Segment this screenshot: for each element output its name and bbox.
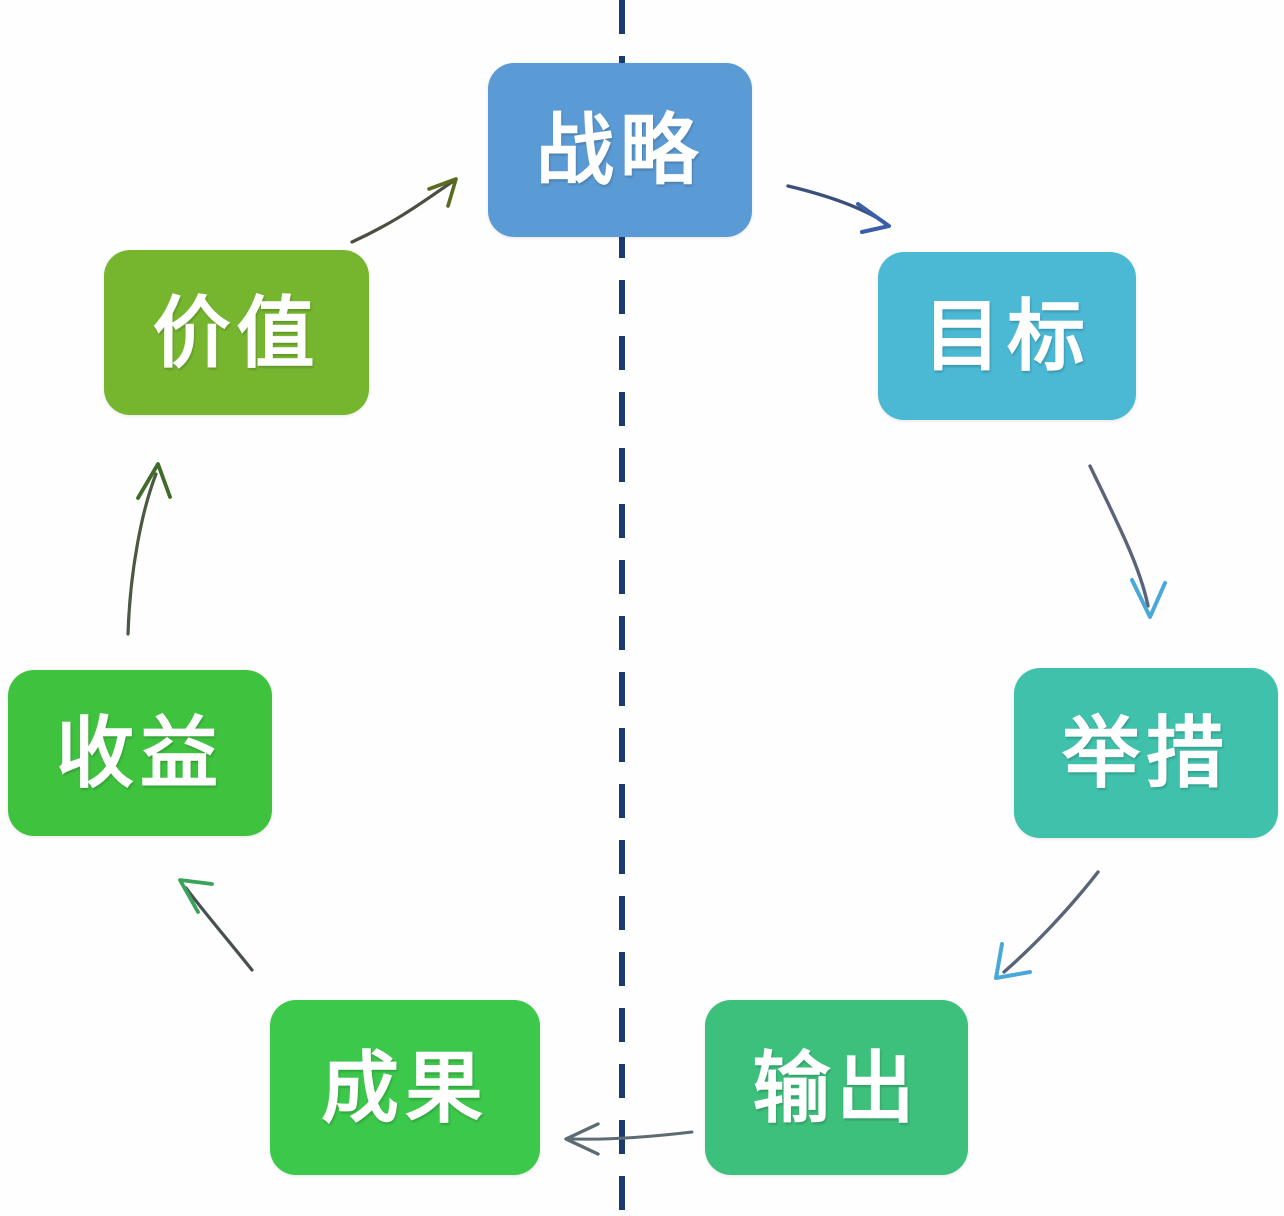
vertical-dashed-divider-line: [619, 0, 625, 1216]
arrow-measure-to-output: [994, 870, 1100, 980]
node-measure[interactable]: 举措: [1014, 668, 1278, 838]
node-strategy-label: 战略: [535, 106, 704, 194]
node-value[interactable]: 价值: [104, 250, 369, 415]
arrow-goal-to-measure: [1088, 464, 1167, 619]
node-output[interactable]: 输出: [705, 1000, 968, 1175]
arrow-benefit-to-value: [126, 462, 172, 636]
node-value-label: 价值: [152, 288, 321, 377]
node-result-label: 成果: [320, 1043, 489, 1132]
node-benefit[interactable]: 收益: [8, 670, 272, 836]
arrow-output-to-result: [564, 1122, 694, 1156]
node-goal-label: 目标: [922, 292, 1091, 380]
arrow-strategy-to-goal: [786, 184, 891, 234]
node-result[interactable]: 成果: [270, 1000, 540, 1175]
arrow-value-to-strategy: [350, 177, 458, 244]
arrow-result-to-benefit: [178, 878, 254, 972]
node-benefit-label: 收益: [55, 709, 224, 797]
node-goal[interactable]: 目标: [878, 252, 1136, 420]
node-measure-label: 举措: [1061, 709, 1230, 797]
node-output-label: 输出: [752, 1043, 921, 1132]
node-strategy[interactable]: 战略: [488, 63, 752, 237]
